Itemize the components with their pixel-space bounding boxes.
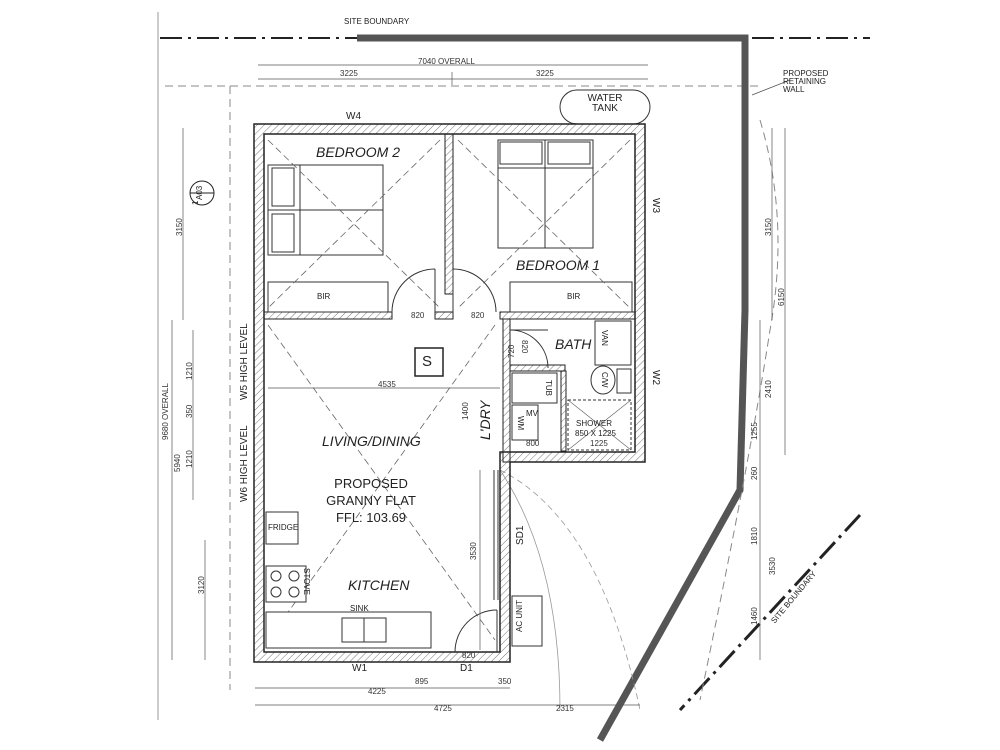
room-living: LIVING/DINING <box>322 433 421 449</box>
dim-ldry-1400: 1400 <box>461 402 470 420</box>
fridge <box>265 511 299 545</box>
smoke-detector <box>414 347 444 377</box>
dim-bottom-4225: 4225 <box>368 687 386 696</box>
room-bath: BATH <box>555 336 592 352</box>
bed-bedroom2 <box>267 164 384 256</box>
site-boundary-top-label: SITE BOUNDARY <box>344 17 410 26</box>
dim-bath-820: 820 <box>520 340 529 354</box>
dim-left-3120: 3120 <box>197 576 206 594</box>
washing-machine <box>511 404 539 441</box>
ac-unit-label: AC UNIT <box>515 600 524 632</box>
dim-left-350: 350 <box>185 404 194 418</box>
plan-title-line1: PROPOSED <box>334 476 408 491</box>
dim-left-1210a: 1210 <box>185 362 194 380</box>
room-laundry: L'DRY <box>477 400 493 441</box>
tub-label: TUB <box>544 380 553 396</box>
dim-right-1255: 1255 <box>750 422 759 440</box>
dim-door-820a: 820 <box>411 311 425 320</box>
symbol-s: S <box>422 353 433 370</box>
window-w4: W4 <box>346 111 361 122</box>
retaining-wall-label: PROPOSED RETAINING WALL <box>783 69 829 94</box>
room-bedroom2: BEDROOM 2 <box>316 144 401 160</box>
dim-left-3150: 3150 <box>175 218 184 236</box>
door-sd1: SD1 <box>515 525 526 545</box>
dim-right-6150: 6150 <box>777 288 786 306</box>
overall-height-dim: 9680 OVERALL <box>161 383 170 440</box>
site-boundary-right-line <box>678 513 862 712</box>
dim-right-3530: 3530 <box>768 557 777 575</box>
overall-width-dim: 7040 OVERALL <box>418 57 475 66</box>
bir-right <box>509 281 633 313</box>
wm-label: WM <box>516 416 525 431</box>
shower-size-label: 850 X 1225 <box>575 429 616 438</box>
dim-bath-720: 720 <box>507 344 516 358</box>
stove <box>265 565 307 603</box>
window-w3: W3 <box>650 198 661 213</box>
sink-label: SINK <box>350 604 369 613</box>
window-w5: W5 HIGH LEVEL <box>239 323 250 400</box>
dim-door-820c: 820 <box>462 651 476 660</box>
dim-right-1460: 1460 <box>750 607 759 625</box>
dim-right-3150: 3150 <box>764 218 773 236</box>
dim-ldry-800: 800 <box>526 439 540 448</box>
dim-bottom-350: 350 <box>498 677 512 686</box>
dim-top-left: 3225 <box>340 69 358 78</box>
section-marker-num: 1 <box>191 200 200 205</box>
door-swings <box>391 268 549 653</box>
dim-right-2410: 2410 <box>764 380 773 398</box>
plan-title-line3: FFL: 103.69 <box>335 510 407 525</box>
door-d1: D1 <box>460 663 473 674</box>
room-kitchen: KITCHEN <box>348 577 410 593</box>
dim-shower-1225: 1225 <box>590 439 608 448</box>
vanity-label: VAN <box>600 330 609 346</box>
room-bedroom1: BEDROOM 1 <box>516 257 601 273</box>
toilet <box>590 365 616 395</box>
dim-top-right: 3225 <box>536 69 554 78</box>
dim-living-width: 4535 <box>378 380 396 389</box>
dim-left-1210b: 1210 <box>185 450 194 468</box>
bir-left <box>267 281 389 313</box>
mv-label: MV <box>526 409 538 418</box>
bir-right-label: BIR <box>567 292 581 301</box>
retaining-wall <box>357 34 749 742</box>
ac-unit <box>511 595 543 647</box>
shower-label: SHOWER <box>576 419 612 428</box>
plan-title-line2: GRANNY FLAT <box>326 493 416 508</box>
dim-right-1810: 1810 <box>750 527 759 545</box>
window-w2: W2 <box>650 370 661 385</box>
dim-kitchen-3530: 3530 <box>469 542 478 560</box>
wc-label: C/W <box>600 372 609 388</box>
bed-bedroom1 <box>497 139 594 249</box>
section-marker-sheet: A03 <box>195 185 204 200</box>
fridge-label: FRIDGE <box>268 523 299 532</box>
stove-label: STOVE <box>302 568 311 595</box>
dim-left-5940: 5940 <box>173 454 182 472</box>
dim-right-260: 260 <box>750 466 759 480</box>
laundry-tub <box>511 372 558 404</box>
dim-door-820b: 820 <box>471 311 485 320</box>
dim-bottom-2315: 2315 <box>556 704 574 713</box>
bir-left-label: BIR <box>317 292 331 301</box>
dim-bottom-4725: 4725 <box>434 704 452 713</box>
water-tank-label: WATER TANK <box>587 93 623 114</box>
dim-bottom-895: 895 <box>415 677 429 686</box>
window-w1: W1 <box>352 663 367 674</box>
vanity <box>594 320 632 366</box>
window-w6: W6 HIGH LEVEL <box>239 425 250 502</box>
